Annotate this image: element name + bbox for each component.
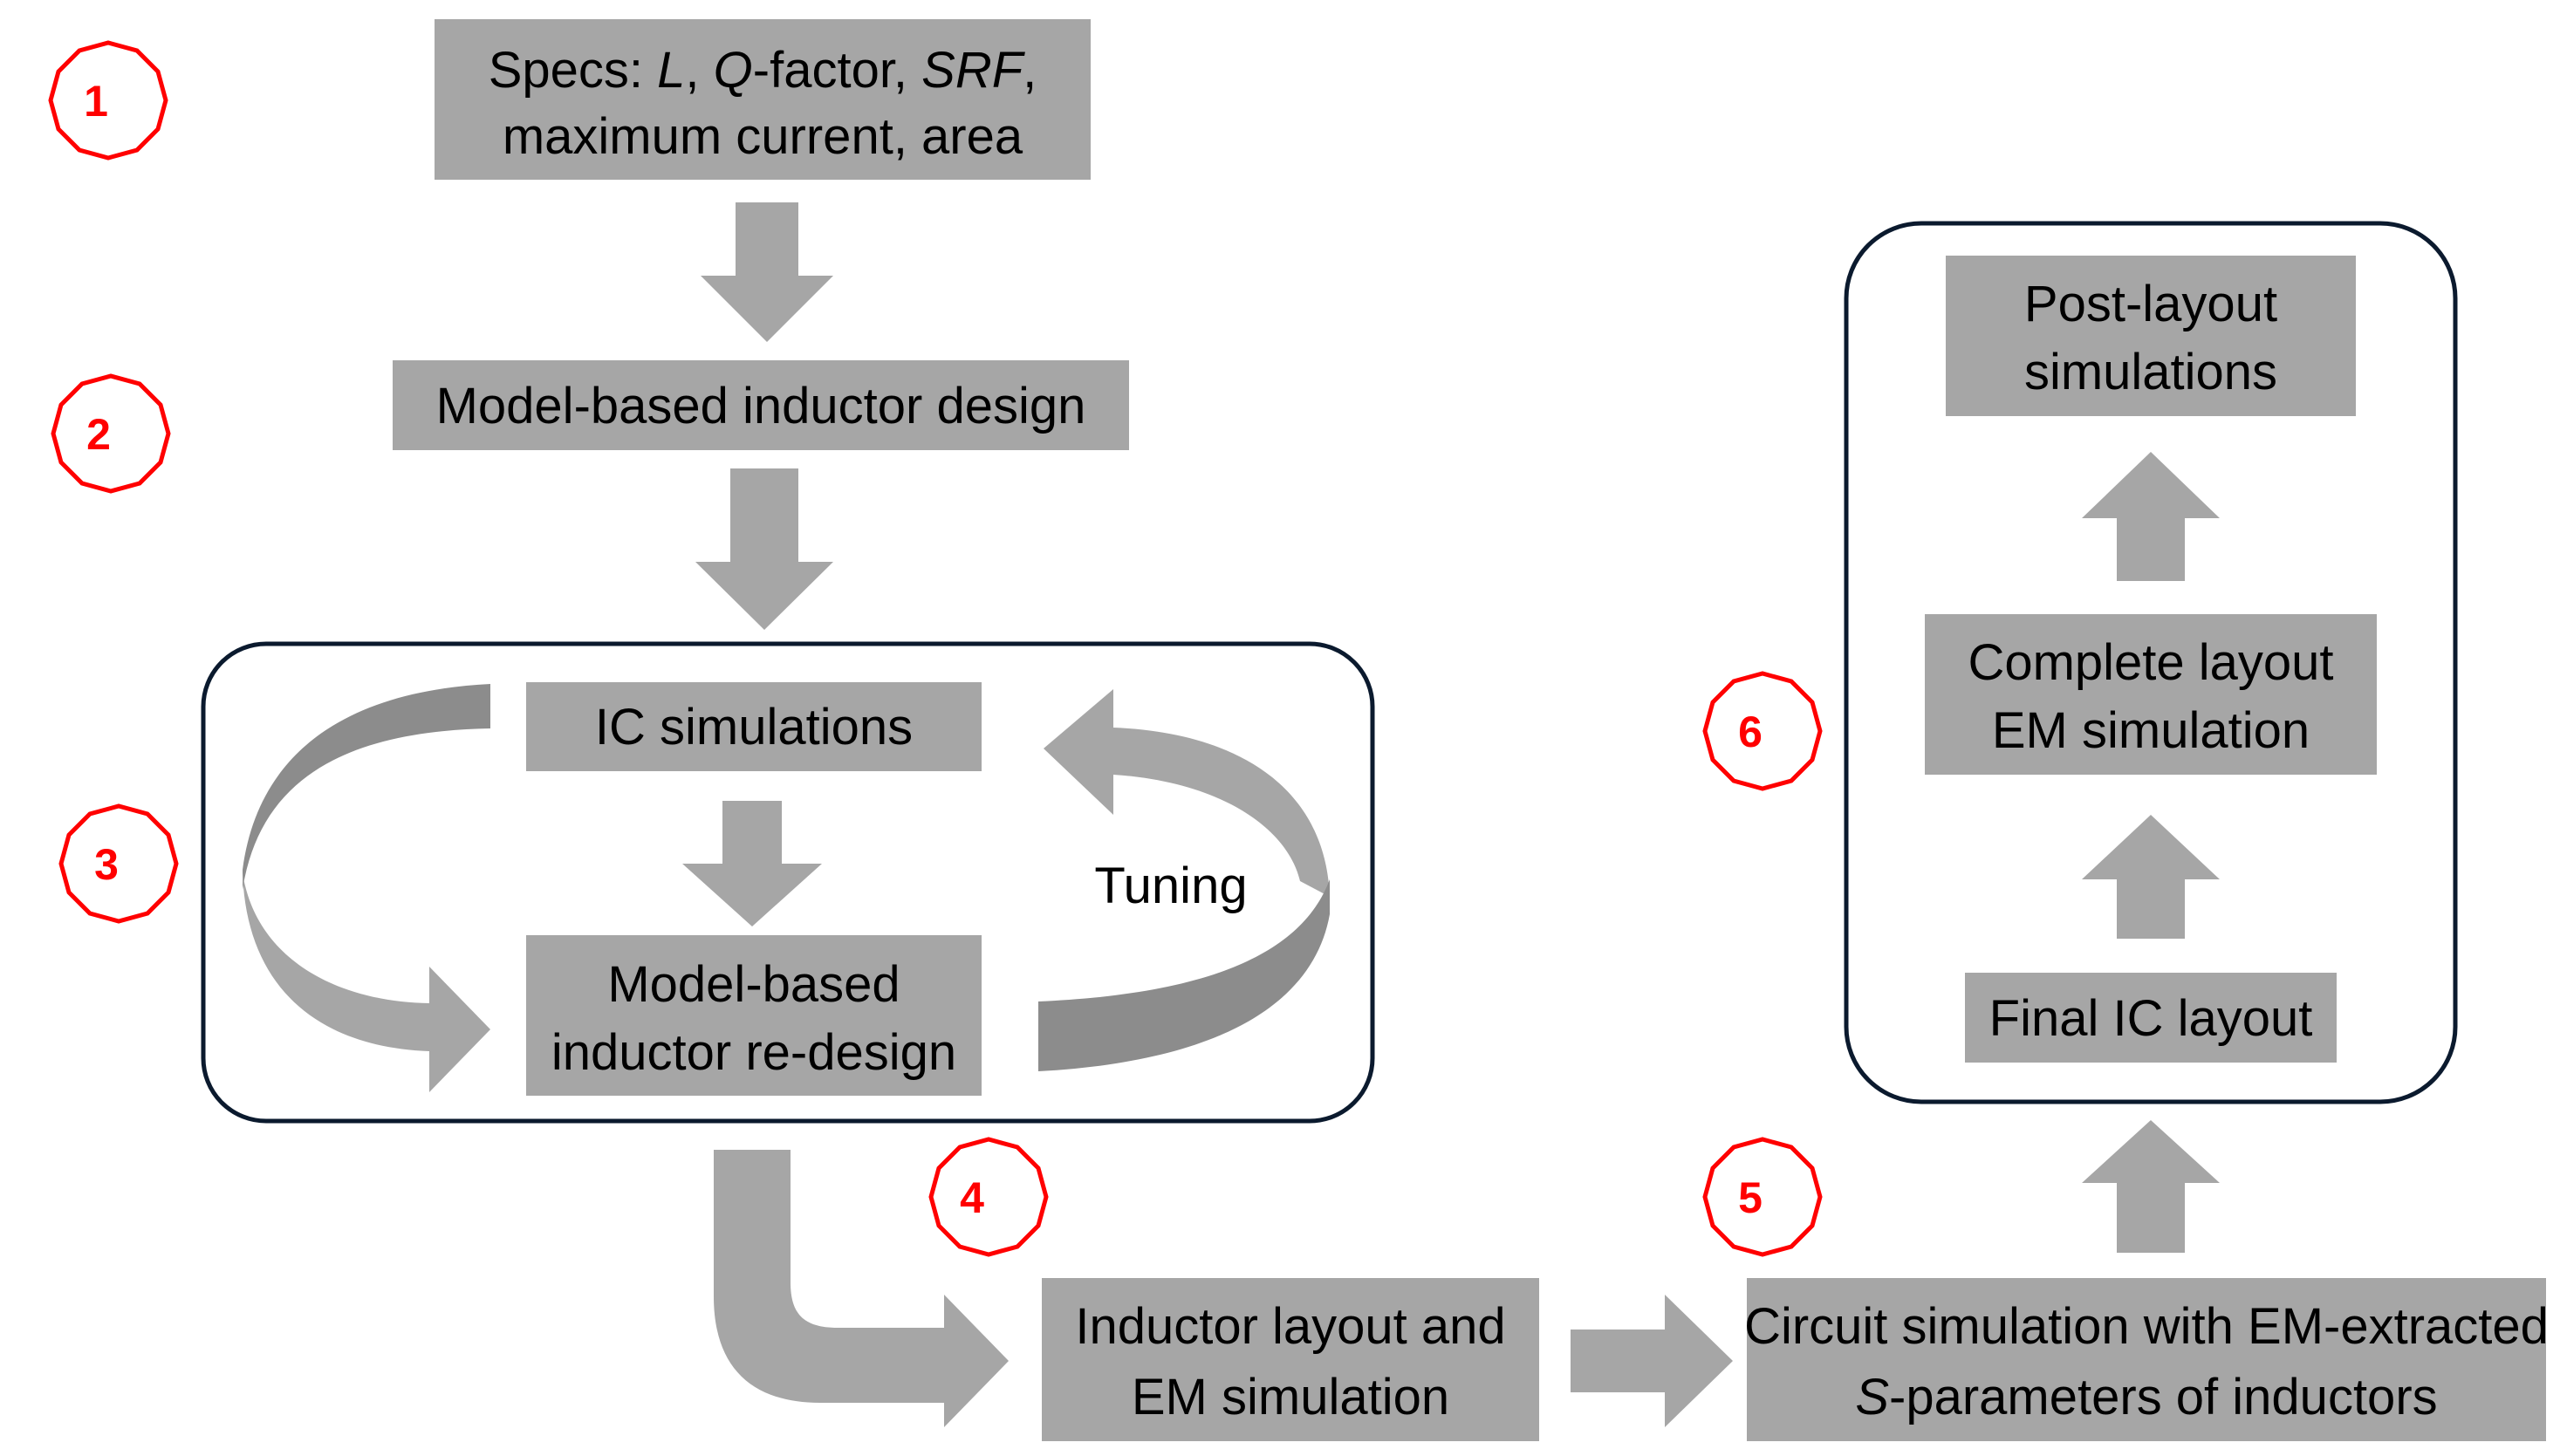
- right-arrow-5: [1571, 1295, 1733, 1427]
- right-curve-dark: [1038, 879, 1330, 1071]
- step6-frame: [1844, 221, 2458, 1104]
- tuning-label: Tuning: [1094, 858, 1247, 914]
- redesign-line-1: Model-based: [607, 956, 900, 1013]
- step-badge-5: 5: [1702, 1137, 1823, 1257]
- step-badge-4: 4: [928, 1137, 1049, 1257]
- step-badge-6: 6: [1702, 671, 1823, 791]
- model-design-label: Model-based inductor design: [436, 378, 1086, 434]
- complete-layout-box: Complete layout EM simulation: [1925, 614, 2377, 775]
- down-arrow-2: [695, 468, 833, 630]
- layout-em-line-1: Inductor layout and: [1075, 1298, 1505, 1355]
- post-layout-line-2: simulations: [2024, 344, 2277, 400]
- specs-box-bg: [435, 19, 1091, 180]
- complete-layout-line-1: Complete layout: [1968, 634, 2333, 691]
- post-layout-box: Post-layout simulations: [1946, 256, 2356, 416]
- layout-em-box-bg: [1042, 1278, 1539, 1441]
- up-arrow-6b: [2082, 452, 2220, 581]
- post-layout-box-bg: [1946, 256, 2356, 416]
- model-design-box: Model-based inductor design: [393, 360, 1129, 450]
- specs-SRF: SRF: [921, 42, 1026, 99]
- redesign-box-bg: [526, 935, 982, 1096]
- redesign-box: Model-based inductor re-design: [526, 935, 982, 1096]
- up-arrow-5: [2082, 1120, 2220, 1253]
- bent-arrow-4: [714, 1150, 1009, 1427]
- post-layout-line-1: Post-layout: [2024, 276, 2277, 332]
- circuit-sim-rest: -parameters of inductors: [1889, 1369, 2438, 1425]
- ic-sim-box-bg: [526, 682, 982, 771]
- step-number: 3: [94, 840, 119, 889]
- step-number: 6: [1738, 707, 1763, 756]
- right-curved-arrow: [1038, 689, 1330, 1071]
- badge-shape: [1702, 1137, 1823, 1257]
- badge-shape: [928, 1137, 1049, 1257]
- badge-shape: [48, 40, 168, 161]
- specs-L: L: [657, 42, 685, 99]
- final-layout-label: Final IC layout: [1989, 990, 2313, 1047]
- final-layout-box: Final IC layout: [1965, 973, 2337, 1063]
- down-arrow-1: [701, 202, 833, 342]
- model-design-box-bg: [393, 360, 1129, 450]
- left-curved-arrow: [243, 684, 490, 1092]
- complete-layout-box-bg: [1925, 614, 2377, 775]
- specs-sep: ,: [685, 42, 713, 99]
- ic-sim-label: IC simulations: [595, 699, 913, 755]
- badge-shape: [51, 373, 171, 494]
- specs-end: ,: [1023, 42, 1037, 99]
- specs-prefix: Specs:: [489, 42, 657, 99]
- specs-line-1: Specs: L, Q-factor, SRF,: [489, 42, 1037, 99]
- step-number: 1: [84, 77, 108, 126]
- circuit-sim-line-2: S-parameters of inductors: [1855, 1369, 2437, 1425]
- specs-Q: Q: [714, 42, 753, 99]
- step-number: 5: [1738, 1173, 1763, 1222]
- complete-layout-line-2: EM simulation: [1992, 702, 2310, 759]
- circuit-sim-box: Circuit simulation with EM-extracted S-p…: [1744, 1278, 2549, 1441]
- redesign-line-2: inductor re-design: [551, 1024, 956, 1081]
- step-badge-2: 2: [51, 373, 171, 494]
- step-number: 4: [960, 1173, 984, 1222]
- up-arrow-6a: [2082, 815, 2220, 939]
- down-arrow-3: [682, 801, 822, 926]
- specs-box: Specs: L, Q-factor, SRF, maximum current…: [435, 19, 1091, 180]
- step-badge-3: 3: [58, 803, 179, 924]
- ic-sim-box: IC simulations: [526, 682, 982, 771]
- step-badge-1: 1: [48, 40, 168, 161]
- circuit-sim-box-bg: [1747, 1278, 2546, 1441]
- final-layout-box-bg: [1965, 973, 2337, 1063]
- badge-shape: [1702, 671, 1823, 791]
- layout-em-box: Inductor layout and EM simulation: [1042, 1278, 1539, 1441]
- circuit-sim-S: S: [1855, 1369, 1889, 1425]
- step-number: 2: [86, 410, 111, 459]
- right-curve-light: [1044, 689, 1330, 897]
- circuit-sim-line-1: Circuit simulation with EM-extracted: [1744, 1298, 2549, 1355]
- left-curve-dark: [243, 684, 490, 890]
- tuning-loop-frame: [201, 641, 1375, 1124]
- left-curve-light: [243, 872, 490, 1092]
- layout-em-line-2: EM simulation: [1132, 1369, 1449, 1425]
- specs-line-2: maximum current, area: [503, 108, 1023, 165]
- badge-shape: [58, 803, 179, 924]
- specs-factor: -factor,: [753, 42, 921, 99]
